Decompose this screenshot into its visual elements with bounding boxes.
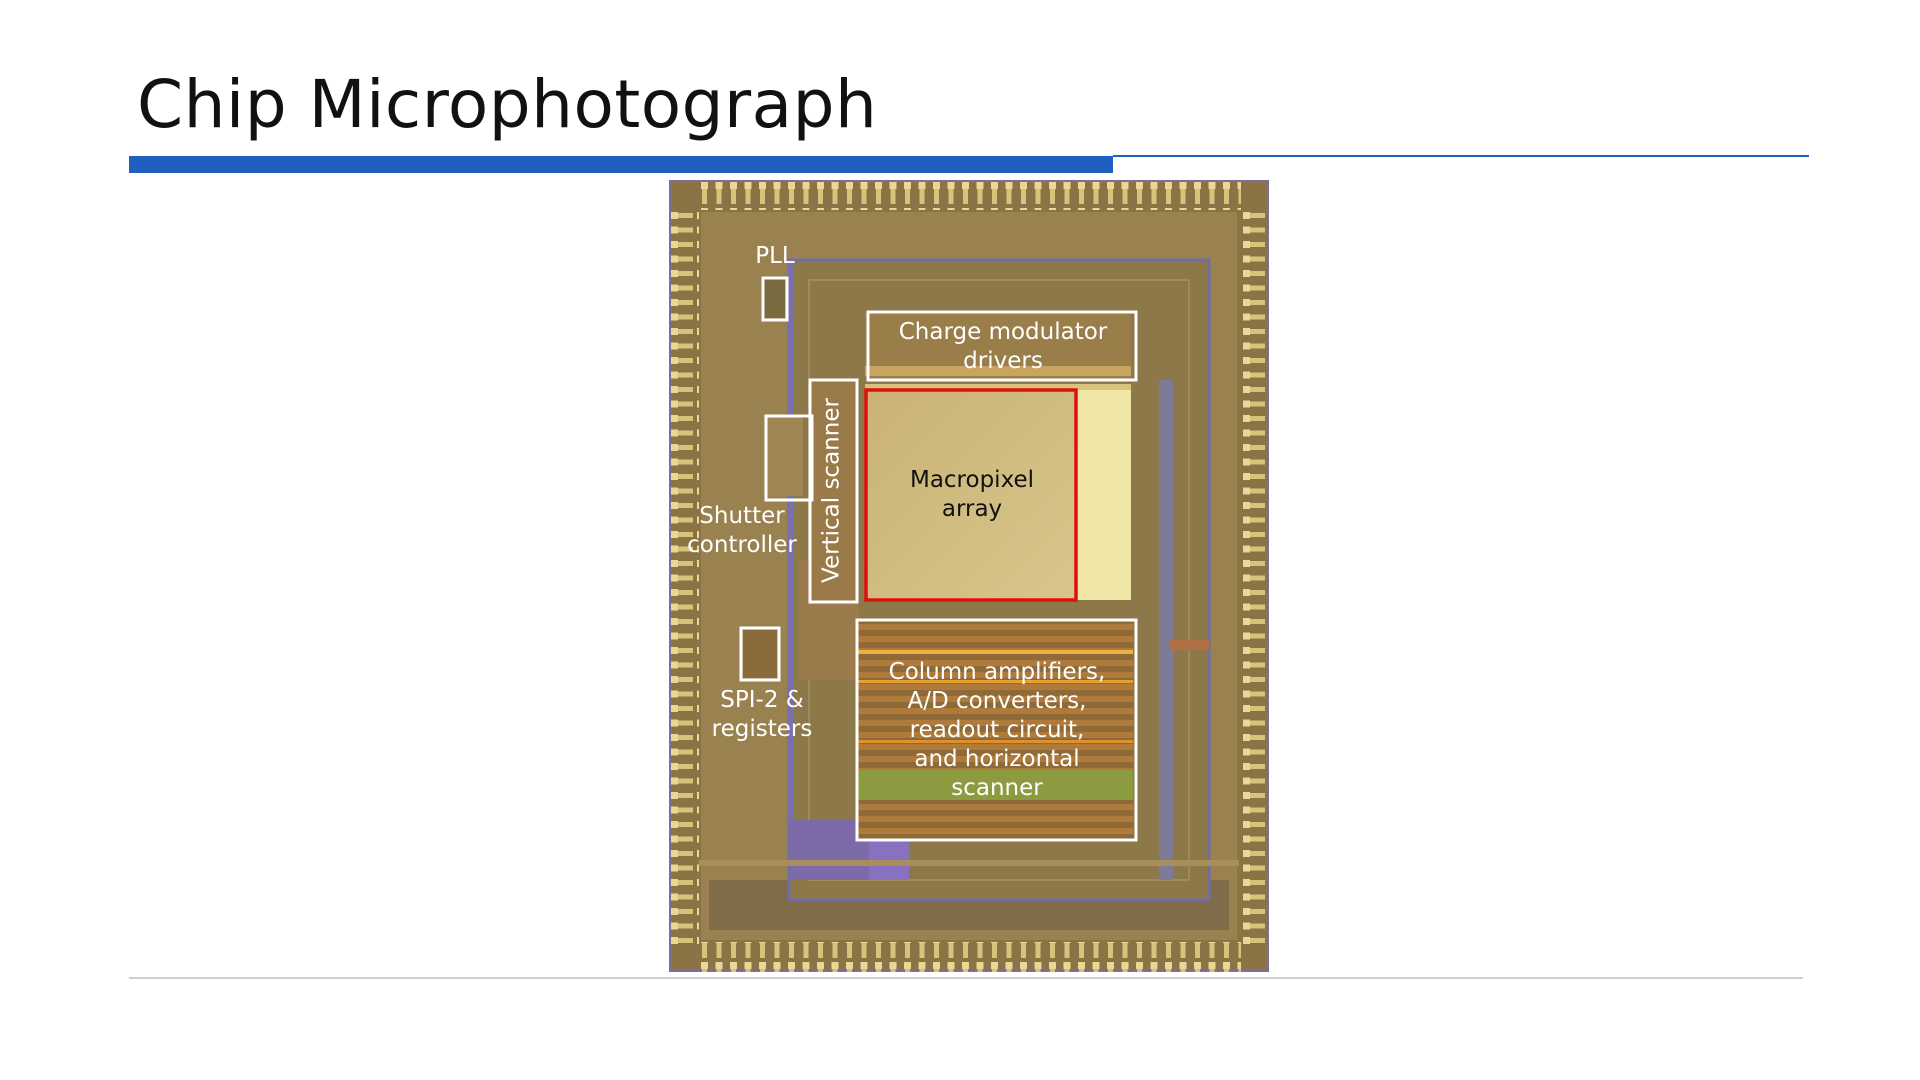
label-line: readout circuit, <box>909 717 1085 743</box>
footer-divider <box>129 977 1803 979</box>
chip-microphotograph: PLL Charge modulator drivers Vertical sc… <box>669 180 1269 972</box>
chip-die-image <box>669 180 1269 972</box>
label-line: Shutter <box>699 503 785 529</box>
label-line: and horizontal <box>914 746 1080 772</box>
label-line: Column amplifiers, <box>888 659 1106 685</box>
label-line: array <box>941 496 1003 522</box>
label-line: A/D converters, <box>907 688 1087 714</box>
label-line: Macropixel <box>909 467 1035 493</box>
label-line: SPI-2 & <box>720 687 804 713</box>
label-column-amplifiers: Column amplifiers, A/D converters, reado… <box>859 658 1135 803</box>
label-line: Charge modulator <box>898 319 1108 345</box>
label-vertical-scanner: Vertical scanner <box>818 398 845 583</box>
label-pll: PLL <box>755 243 795 269</box>
label-line: drivers <box>963 348 1043 374</box>
label-line: scanner <box>951 775 1043 801</box>
label-line: registers <box>711 716 813 742</box>
label-macropixel-array: Macropixel array <box>867 466 1077 524</box>
label-charge-modulator-drivers: Charge modulator drivers <box>869 318 1137 376</box>
label-line: controller <box>687 532 797 558</box>
title-underline-thin <box>1113 155 1809 157</box>
title-underline-thick <box>129 156 1113 173</box>
label-spi-registers: SPI-2 & registers <box>697 686 827 744</box>
slide-title: Chip Microphotograph <box>137 66 878 143</box>
label-shutter-controller: Shutter controller <box>677 502 807 560</box>
